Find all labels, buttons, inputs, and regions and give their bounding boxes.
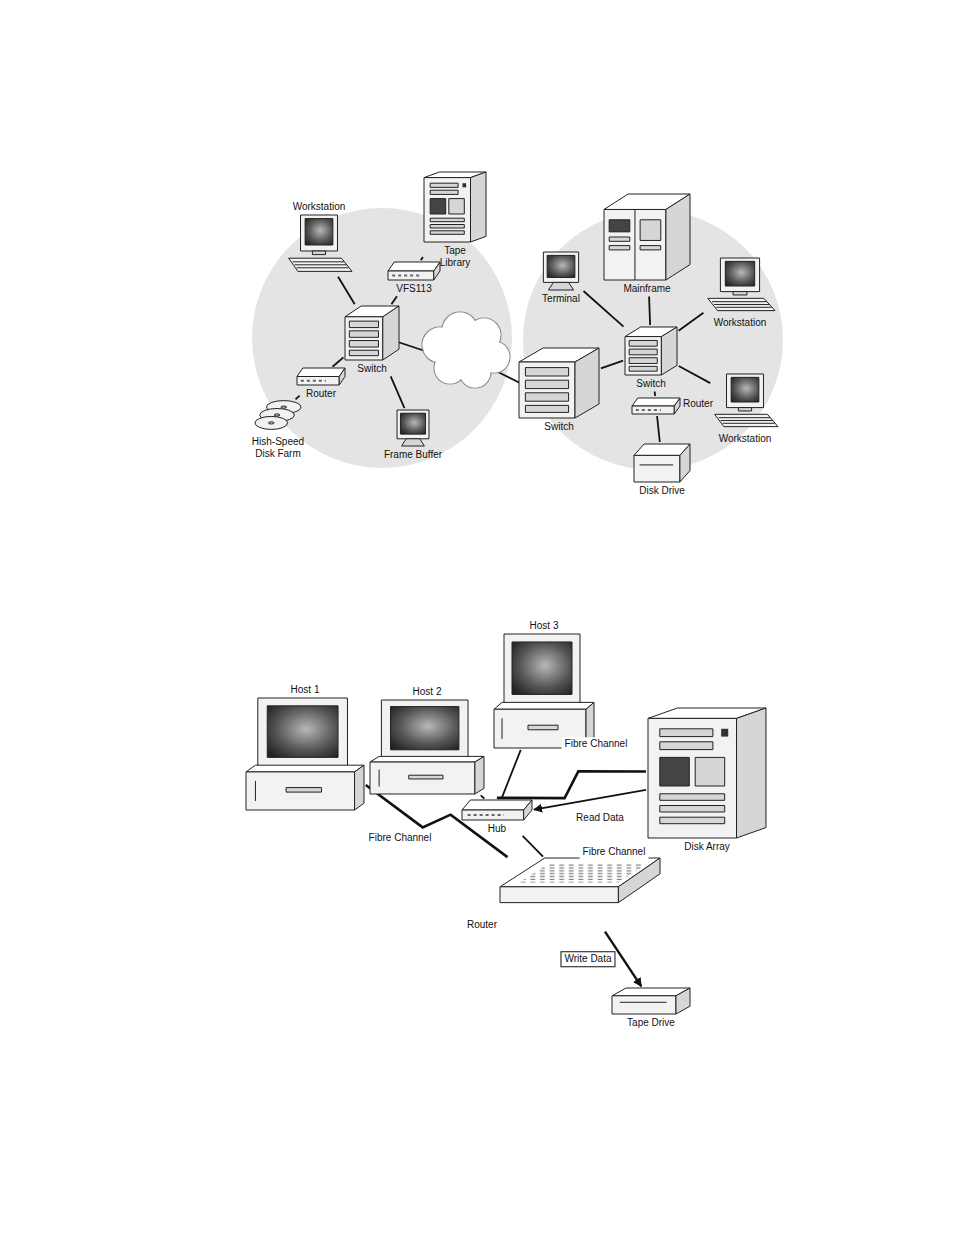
network-region <box>252 208 512 468</box>
device-label: Switch <box>544 421 573 433</box>
device-node: Terminal <box>540 252 582 305</box>
fibre-channel-link <box>366 785 508 857</box>
device-label: Workstation <box>293 201 346 213</box>
device-label: Host 3 <box>530 620 559 632</box>
device-node: Frame Buffer <box>384 410 442 461</box>
mon-icon <box>394 410 432 446</box>
device-node: Host 2 <box>370 686 484 795</box>
device-label: Switch <box>357 363 386 375</box>
device-node: Router <box>467 858 660 930</box>
device-node: Tape Drive <box>612 988 690 1029</box>
device-label: Tape Drive <box>627 1017 675 1029</box>
edge-label: Fibre Channel <box>580 845 649 859</box>
device-node: Host 3 <box>494 620 594 749</box>
flat-icon <box>632 398 680 414</box>
device-label: Disk Drive <box>639 485 685 497</box>
device-node: Tape Library <box>424 172 486 268</box>
device-node: Router <box>632 398 713 414</box>
device-label: Router <box>683 398 713 410</box>
device-label: Frame Buffer <box>384 449 442 461</box>
edge-label: Fibre Channel <box>366 831 435 845</box>
device-node: Switch <box>625 327 677 390</box>
device-node: Workstation <box>712 374 778 445</box>
link-line <box>421 257 423 260</box>
link-line <box>502 750 521 798</box>
device-node: Workstation <box>286 201 352 276</box>
device-label: Host 1 <box>291 684 320 696</box>
host-icon <box>246 698 364 810</box>
device-node: Disk Drive <box>634 444 690 497</box>
network-region <box>523 210 783 470</box>
edge-label: Fibre Channel <box>562 737 631 751</box>
link-line <box>583 291 623 327</box>
device-node: Mainframe <box>604 194 690 295</box>
device-node: Switch <box>519 348 599 433</box>
link-line <box>649 296 650 325</box>
link-line <box>657 416 660 442</box>
device-node: Hub <box>462 800 532 835</box>
edge-label: Write Data <box>560 951 615 967</box>
drive-icon <box>634 444 690 482</box>
drive-icon <box>612 988 690 1014</box>
tower-icon <box>424 172 486 242</box>
device-label: Switch <box>636 378 665 390</box>
link-line <box>534 790 646 810</box>
flat-icon <box>462 800 532 820</box>
link-line <box>523 836 543 857</box>
mon-icon <box>540 252 582 290</box>
router-icon <box>500 858 660 930</box>
link-line <box>391 376 405 408</box>
device-node: Switch <box>345 306 399 375</box>
device-label: Terminal <box>542 293 580 305</box>
ws-icon <box>712 374 778 430</box>
sw-icon <box>625 327 677 375</box>
host-icon <box>494 634 594 748</box>
link-line <box>296 396 300 400</box>
device-label: Disk Array <box>684 841 730 853</box>
device-label: Hish-Speed Disk Farm <box>243 436 313 459</box>
device-node: Workstation <box>705 258 775 329</box>
link-line <box>679 313 704 331</box>
link-line <box>654 391 656 396</box>
link-line <box>498 372 522 384</box>
device-label: Workstation <box>714 317 767 329</box>
device-label: Router <box>467 919 497 931</box>
device-node: VFS113 <box>388 262 440 295</box>
link-line <box>332 357 343 366</box>
link-line <box>338 277 355 305</box>
device-node: Hish-Speed Disk Farm <box>243 397 313 459</box>
device-label: VFS113 <box>396 283 431 295</box>
network-cloud <box>422 312 510 388</box>
tower-icon <box>648 708 766 838</box>
device-node: Host 1 <box>246 684 364 811</box>
link-line <box>481 795 485 798</box>
flat-icon <box>297 368 345 385</box>
device-label: Hub <box>488 823 506 835</box>
device-node: Disk Array <box>648 708 766 853</box>
link-line <box>391 296 397 304</box>
device-label: Host 2 <box>413 686 442 698</box>
ws-icon <box>705 258 775 314</box>
device-node: Router <box>297 368 345 400</box>
device-label: Workstation <box>719 433 772 445</box>
disks-icon <box>254 397 302 433</box>
sw-icon <box>345 306 399 360</box>
edge-label: Read Data <box>573 811 627 825</box>
mf-icon <box>604 194 690 280</box>
link-line <box>601 361 623 369</box>
ws-icon <box>286 215 352 275</box>
link-line <box>679 366 710 383</box>
host-icon <box>370 700 484 794</box>
device-label: Router <box>306 388 336 400</box>
device-label: Mainframe <box>623 283 670 295</box>
sw-icon <box>519 348 599 418</box>
flat-icon <box>388 262 440 280</box>
